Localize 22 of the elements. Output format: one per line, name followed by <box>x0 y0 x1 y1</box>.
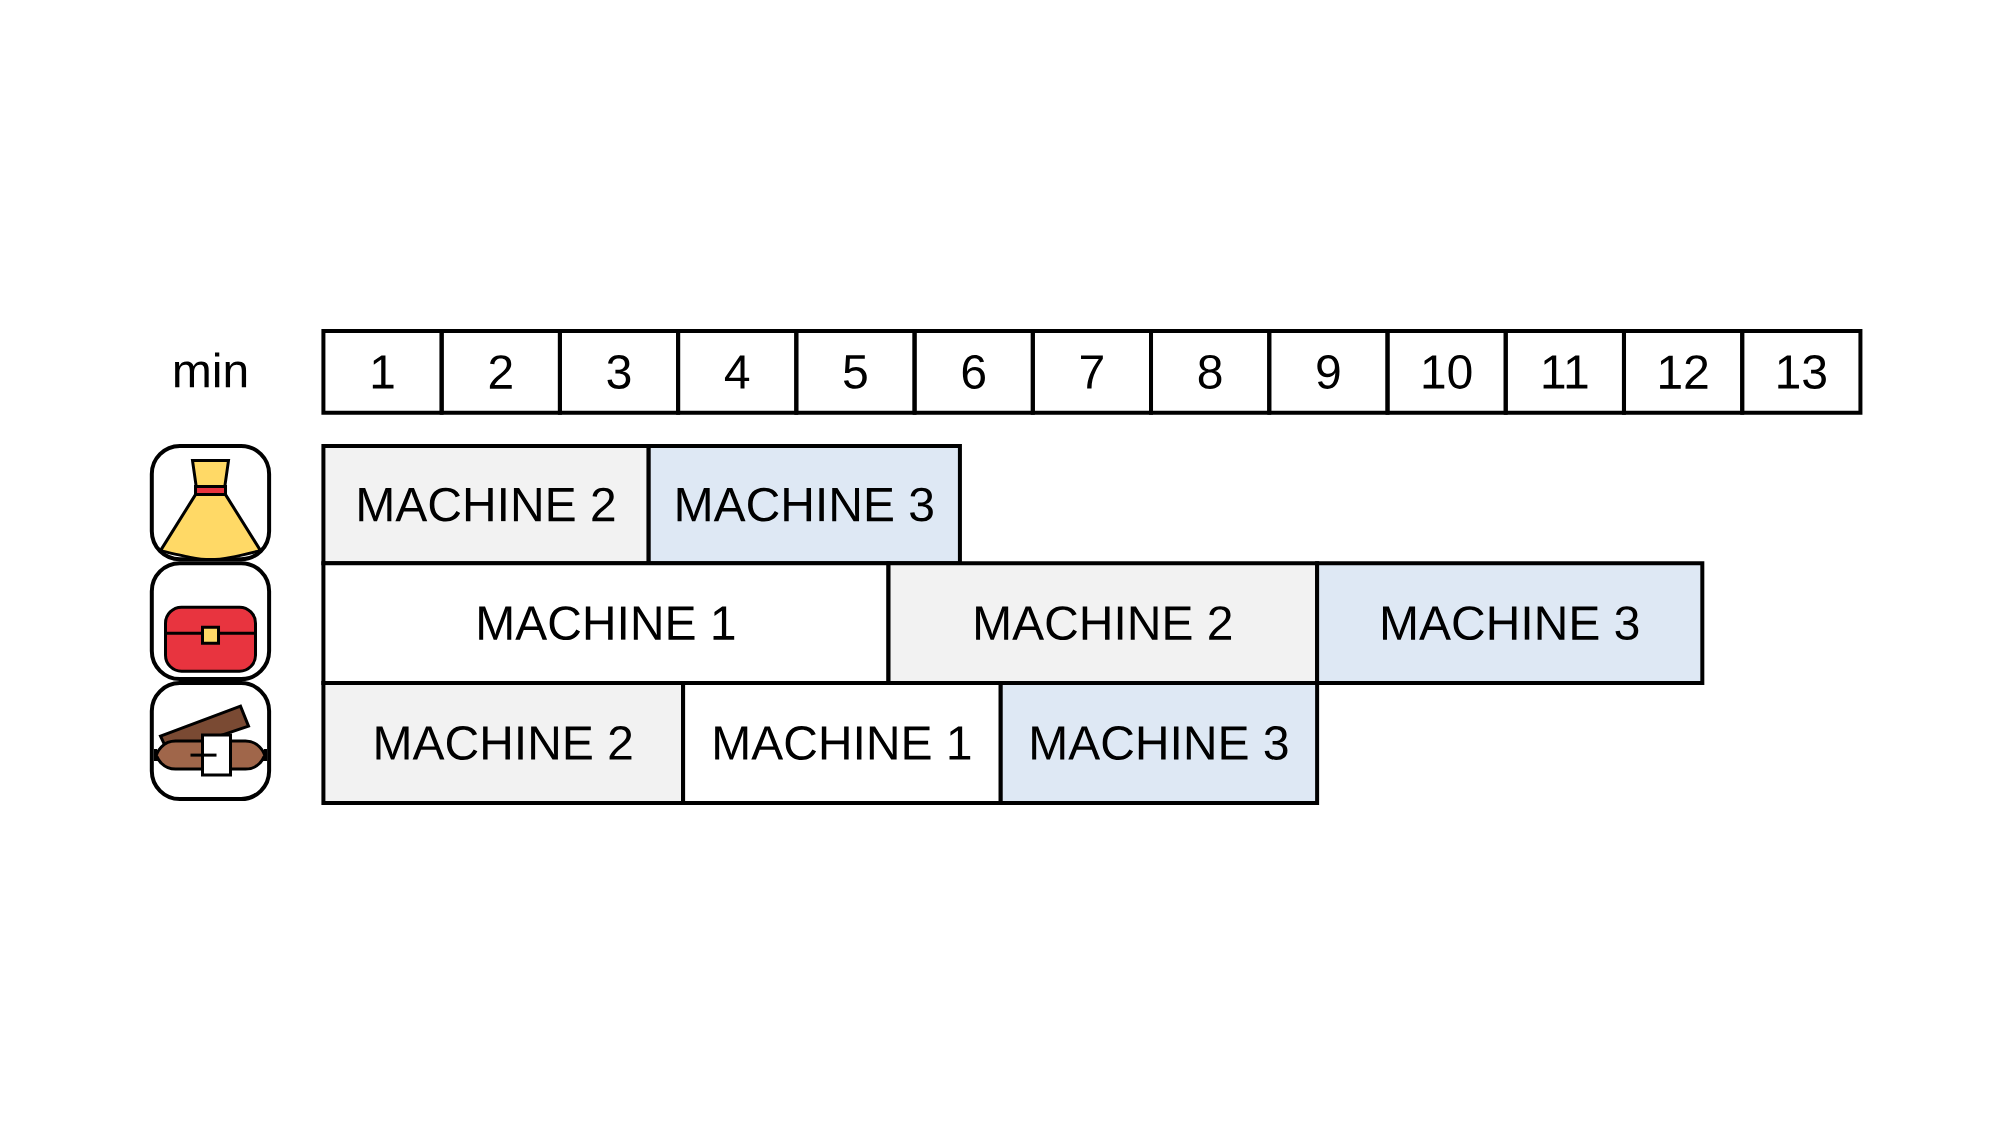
machine-bar: MACHINE 2 <box>321 681 685 805</box>
machine-bar: MACHINE 3 <box>646 443 962 566</box>
time-cell: 1 <box>321 329 444 415</box>
machine-bar: MACHINE 2 <box>886 561 1320 685</box>
time-cell: 12 <box>1622 329 1745 415</box>
time-cell: 9 <box>1267 329 1390 415</box>
machine-bar: MACHINE 1 <box>321 561 891 685</box>
time-cell: 6 <box>912 329 1035 415</box>
time-cell: 10 <box>1385 329 1508 415</box>
time-cell: 7 <box>1030 329 1153 415</box>
machine-bar: MACHINE 3 <box>998 681 1320 805</box>
time-cell: 3 <box>557 329 681 415</box>
machine-bar: MACHINE 3 <box>1315 561 1705 685</box>
time-cell: 8 <box>1149 329 1272 415</box>
time-cell: 4 <box>676 329 799 415</box>
time-cell: 2 <box>439 329 562 415</box>
machine-bar: MACHINE 1 <box>681 681 1003 805</box>
axis-label: min <box>175 352 247 388</box>
time-cell: 11 <box>1503 329 1626 415</box>
time-cell: 5 <box>794 329 917 415</box>
machine-bar: MACHINE 2 <box>321 443 651 566</box>
time-cell: 13 <box>1740 329 1863 415</box>
